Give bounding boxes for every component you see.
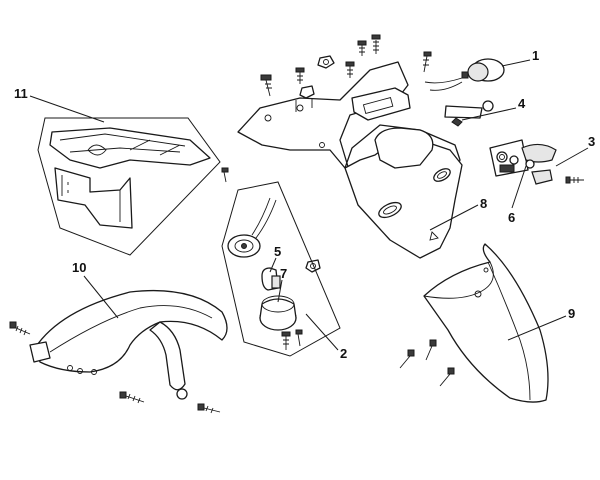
part-10-hole-b [77,368,83,374]
screw-icon [9,321,31,336]
part-8-plate-slot [362,96,394,115]
screw-icon [197,403,221,414]
callout-2: 2 [340,346,347,361]
part-9-ridge [487,261,531,401]
leader-8 [429,204,479,231]
callout-labels: 1 2 3 4 5 6 7 8 9 10 11 [14,48,595,361]
part-1-turn-signal [424,58,505,91]
part-11-bracket-detail [61,175,121,222]
part-5-bulb [261,267,281,291]
part-10-hole-a [67,365,73,371]
leader-4 [461,107,517,121]
leader-6 [511,165,527,209]
callout-6: 6 [508,210,515,225]
part-11-box [37,117,221,256]
part-8-triangle-mark [429,231,439,241]
part-4-bulb [451,117,463,127]
part-8-reflector-right-inner [437,171,447,179]
screw-icon [399,349,415,369]
screw-icon [345,61,355,78]
leader-1 [501,59,531,67]
part-8-hole-a [264,114,272,122]
part-10-fender-body [34,289,228,373]
part-1-housing [467,62,489,82]
screw-icon [371,34,381,54]
part-2-group [221,181,341,357]
leader-3 [555,147,589,167]
part-11-frame-top [49,127,211,169]
part-1-stem [461,71,469,79]
leader-10 [83,275,119,319]
part-8-hole-c [319,142,325,148]
part-4-bracket [444,105,483,119]
part-9-fender-body [423,243,549,403]
leader-9 [507,315,567,341]
part-9-rear-fender [399,243,549,403]
part-3-lens [521,143,557,163]
part-8-reflector-left-inner [383,205,397,215]
part-11-subframe-group [37,117,221,256]
part-8-bracket-top [351,87,411,121]
part-10-front-fender [9,289,228,414]
part-9-hole-a [474,290,482,298]
part-6-socket [499,164,515,173]
part-10-fender-tail [29,341,51,363]
part-8-rear-hugger [237,61,463,259]
part-10-ridge [49,305,213,353]
screw-icon [221,167,229,183]
screw-icon [357,40,367,56]
nut-icon [305,259,321,273]
screw-icon [295,67,305,84]
callout-10: 10 [72,260,86,275]
leader-5 [269,257,277,273]
screw-icon [425,339,437,361]
part-4-plate-lamp [444,100,494,127]
callout-1: 1 [532,48,539,63]
callout-3: 3 [588,134,595,149]
part-2-box [221,181,341,357]
part-3-6-module [489,139,584,185]
part-11-frame-detail [59,133,186,156]
part-2-wire [251,197,277,239]
part-10-mount-hole [176,388,188,400]
part-6-knob-a [496,151,508,163]
part-2-socket-pin [241,243,247,249]
callout-4: 4 [518,96,526,111]
part-8-rib [295,98,313,112]
part-8-hole-b [296,104,304,112]
part-6-knob-b [509,155,519,165]
screw-icon [281,331,291,350]
part-7-lens [259,295,297,331]
screw-icon [260,74,272,97]
nut-icon [299,85,315,99]
part-6-knob-a-inner [499,154,505,160]
leader-2 [305,313,339,351]
callout-7: 7 [280,266,287,281]
screw-icon [439,367,455,387]
screw-icon [119,391,145,404]
leader-7 [277,279,283,303]
part-3-cap [525,159,535,169]
nut-icon [317,55,335,69]
callout-5: 5 [274,244,281,259]
nut-icon [482,100,494,112]
leader-lines [29,59,589,351]
part-10-hole-c [91,369,97,375]
fasteners-top [221,34,432,273]
screw-icon [565,176,584,184]
part-8-tail-hump [374,127,434,169]
part-2-socket-inner [234,239,254,253]
callout-11: 11 [14,86,28,101]
screw-icon [295,329,303,347]
leader-11 [29,95,105,123]
callout-9: 9 [568,306,575,321]
part-3-pad [531,169,553,185]
part-1-wire [424,77,463,91]
part-10-fender-side [149,321,186,391]
screw-icon [423,51,432,73]
part-11-bracket [54,167,133,229]
part-9-hole-b [483,267,489,273]
callout-8: 8 [480,196,487,211]
